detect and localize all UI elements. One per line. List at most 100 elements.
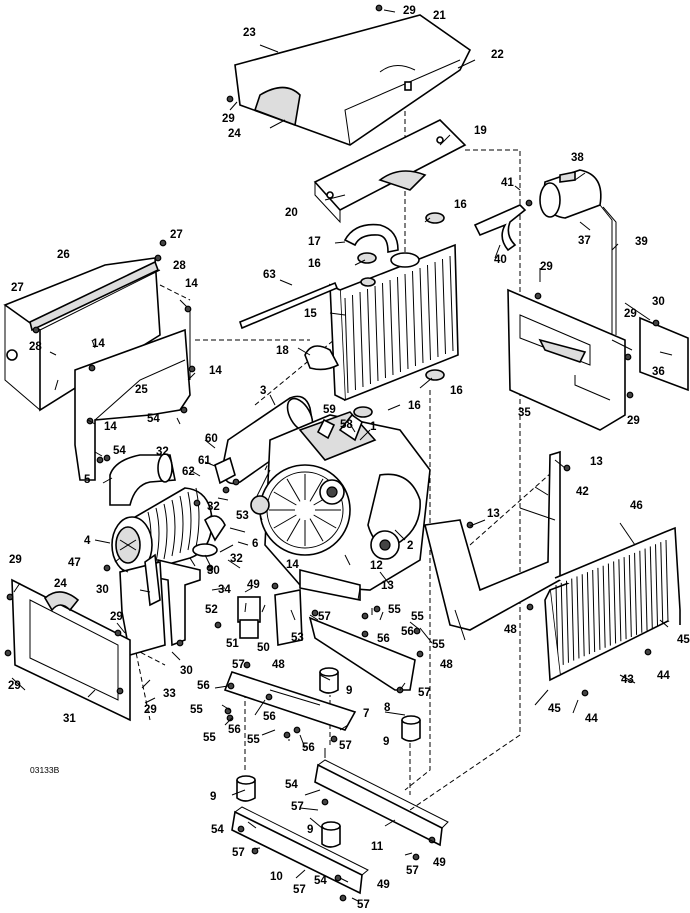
callout-label: 14 bbox=[286, 559, 299, 571]
left-side-panel bbox=[3, 257, 161, 412]
left-lower-panel bbox=[11, 578, 131, 722]
callout-label: 11 bbox=[371, 841, 384, 853]
callout-label: 30 bbox=[652, 296, 665, 308]
callout-label: 29 bbox=[144, 704, 157, 716]
callout-label: 48 bbox=[272, 659, 285, 671]
upper-shroud bbox=[234, 14, 472, 146]
callout-label: 30 bbox=[207, 565, 220, 577]
callout-label: 52 bbox=[205, 604, 218, 616]
callout-label: 54 bbox=[113, 445, 126, 457]
callout-label: 32 bbox=[156, 446, 169, 458]
radiator bbox=[329, 243, 459, 402]
callout-label: 15 bbox=[304, 308, 317, 320]
callout-label: 20 bbox=[285, 207, 298, 219]
callout-label: 44 bbox=[585, 713, 598, 725]
callout-label: 39 bbox=[635, 236, 648, 248]
callout-label: 6 bbox=[252, 538, 258, 550]
callout-label: 40 bbox=[494, 254, 507, 266]
callout-label: 5 bbox=[84, 474, 91, 486]
callout-label: 56 bbox=[377, 633, 390, 645]
callout-label: 14 bbox=[92, 338, 105, 350]
callout-label: 53 bbox=[236, 510, 249, 522]
callout-label: 19 bbox=[474, 125, 487, 137]
lower-hose bbox=[304, 345, 340, 371]
engine-mount-left bbox=[223, 671, 357, 731]
callout-label: 57 bbox=[357, 899, 370, 911]
callout-label: 29 bbox=[403, 5, 416, 17]
callout-label: 17 bbox=[308, 236, 321, 248]
callout-label: 16 bbox=[450, 385, 463, 397]
callout-label: 55 bbox=[432, 639, 445, 651]
callout-label: 26 bbox=[57, 249, 70, 261]
fuel-pump bbox=[237, 589, 303, 646]
callout-label: 56 bbox=[302, 742, 315, 754]
callout-label: 4 bbox=[84, 535, 91, 547]
air-cleaner-bracket bbox=[119, 558, 201, 657]
callout-label: 54 bbox=[211, 824, 224, 836]
callout-label: 13 bbox=[381, 580, 394, 592]
callout-label: 24 bbox=[54, 578, 67, 590]
callout-label: 10 bbox=[270, 871, 283, 883]
callout-label: 13 bbox=[487, 508, 500, 520]
right-side-panel bbox=[507, 288, 626, 431]
callout-label: 53 bbox=[291, 632, 304, 644]
callout-label: 57 bbox=[339, 740, 352, 752]
callout-label: 60 bbox=[205, 433, 218, 445]
callout-label: 29 bbox=[540, 261, 553, 273]
callout-label: 27 bbox=[11, 282, 24, 294]
callout-label: 38 bbox=[571, 152, 584, 164]
callout-label: 9 bbox=[346, 685, 352, 697]
callout-label: 55 bbox=[411, 611, 424, 623]
leader-lines bbox=[11, 9, 673, 902]
callout-label: 57 bbox=[232, 847, 245, 859]
callout-label: 56 bbox=[401, 626, 414, 638]
callout-label: 28 bbox=[29, 341, 42, 353]
callout-label: 29 bbox=[8, 680, 21, 692]
callout-label: 54 bbox=[147, 413, 160, 425]
callout-label: 54 bbox=[314, 875, 327, 887]
callout-label: 33 bbox=[163, 688, 176, 700]
rear-screen bbox=[544, 526, 681, 682]
callout-label: 23 bbox=[243, 27, 256, 39]
callout-label: 16 bbox=[454, 199, 467, 211]
callout-label: 16 bbox=[408, 400, 421, 412]
callout-label: 28 bbox=[173, 260, 186, 272]
callout-label: 51 bbox=[226, 638, 239, 650]
callout-label: 14 bbox=[104, 421, 117, 433]
callout-label: 55 bbox=[247, 734, 260, 746]
callout-label: 16 bbox=[308, 258, 321, 270]
alignment-lines bbox=[19, 95, 561, 811]
callout-label: 29 bbox=[627, 415, 640, 427]
callout-label: 2 bbox=[407, 540, 413, 552]
callout-label: 22 bbox=[491, 49, 504, 61]
upper-hose bbox=[343, 212, 445, 418]
callout-label: 57 bbox=[318, 611, 331, 623]
callout-label: 1 bbox=[370, 421, 377, 433]
drawing-code: 03133B bbox=[30, 765, 60, 775]
callout-label: 13 bbox=[590, 456, 603, 468]
callout-label: 3 bbox=[260, 385, 266, 397]
callout-label: 29 bbox=[110, 611, 123, 623]
callout-label: 56 bbox=[197, 680, 210, 692]
callout-label: 46 bbox=[630, 500, 643, 512]
callout-label: 41 bbox=[501, 177, 514, 189]
callout-label: 56 bbox=[263, 711, 276, 723]
air-cleaner bbox=[111, 487, 226, 574]
callout-label: 56 bbox=[228, 724, 241, 736]
callout-label: 57 bbox=[406, 865, 419, 877]
right-bracket bbox=[424, 450, 561, 641]
callout-label: 49 bbox=[433, 857, 446, 869]
muffler bbox=[214, 395, 314, 485]
callout-label: 44 bbox=[657, 670, 670, 682]
callout-label: 43 bbox=[621, 674, 634, 686]
callout-label: 31 bbox=[63, 713, 76, 725]
hardware-fasteners bbox=[4, 4, 660, 902]
engine bbox=[250, 411, 431, 601]
callout-label: 57 bbox=[293, 884, 306, 896]
callout-label: 29 bbox=[624, 308, 637, 320]
callout-label: 62 bbox=[182, 466, 195, 478]
callout-label: 59 bbox=[323, 404, 336, 416]
callout-label: 55 bbox=[190, 704, 203, 716]
callout-label: 45 bbox=[677, 634, 690, 646]
